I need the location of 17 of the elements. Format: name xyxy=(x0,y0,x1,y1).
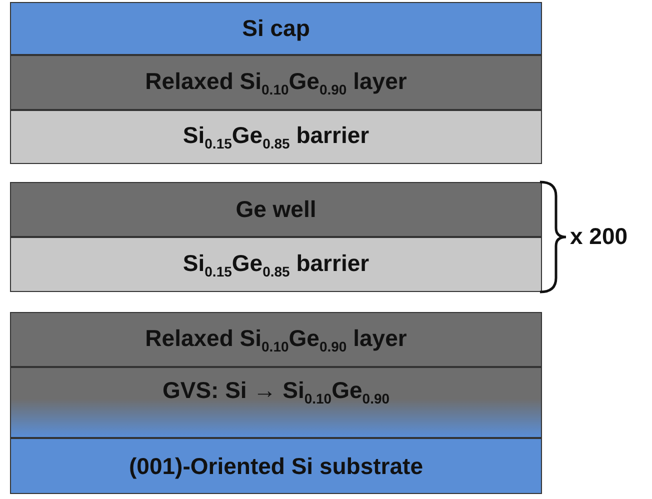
cap-layer xyxy=(10,2,542,55)
layer-label: Relaxed Si$_{0.10}$Ge$_{0.90}$ layer xyxy=(145,324,407,354)
layer-label: Si cap xyxy=(242,15,310,42)
graded-layer xyxy=(10,367,542,438)
well-layer xyxy=(10,182,542,237)
barrier-layer xyxy=(10,237,542,292)
relaxed-layer xyxy=(10,55,542,110)
layer-label: Relaxed Si$_{0.10}$Ge$_{0.90}$ layer xyxy=(145,68,407,98)
repeat-count: x 200 xyxy=(570,223,628,250)
substrate-layer xyxy=(10,438,542,494)
layer-label: Ge well xyxy=(236,196,316,223)
layer-label: Si$_{0.15}$Ge$_{0.85}$ barrier xyxy=(182,250,370,280)
layer-label: (001)-Oriented Si substrate xyxy=(129,452,423,480)
relaxed-layer xyxy=(10,312,542,367)
layer-label: Si$_{0.15}$Ge$_{0.85}$ barrier xyxy=(182,122,370,152)
layer-label: GVS: Si → Si$_{0.10}$Ge$_{0.90}$ xyxy=(162,376,390,406)
barrier-layer xyxy=(10,110,542,164)
